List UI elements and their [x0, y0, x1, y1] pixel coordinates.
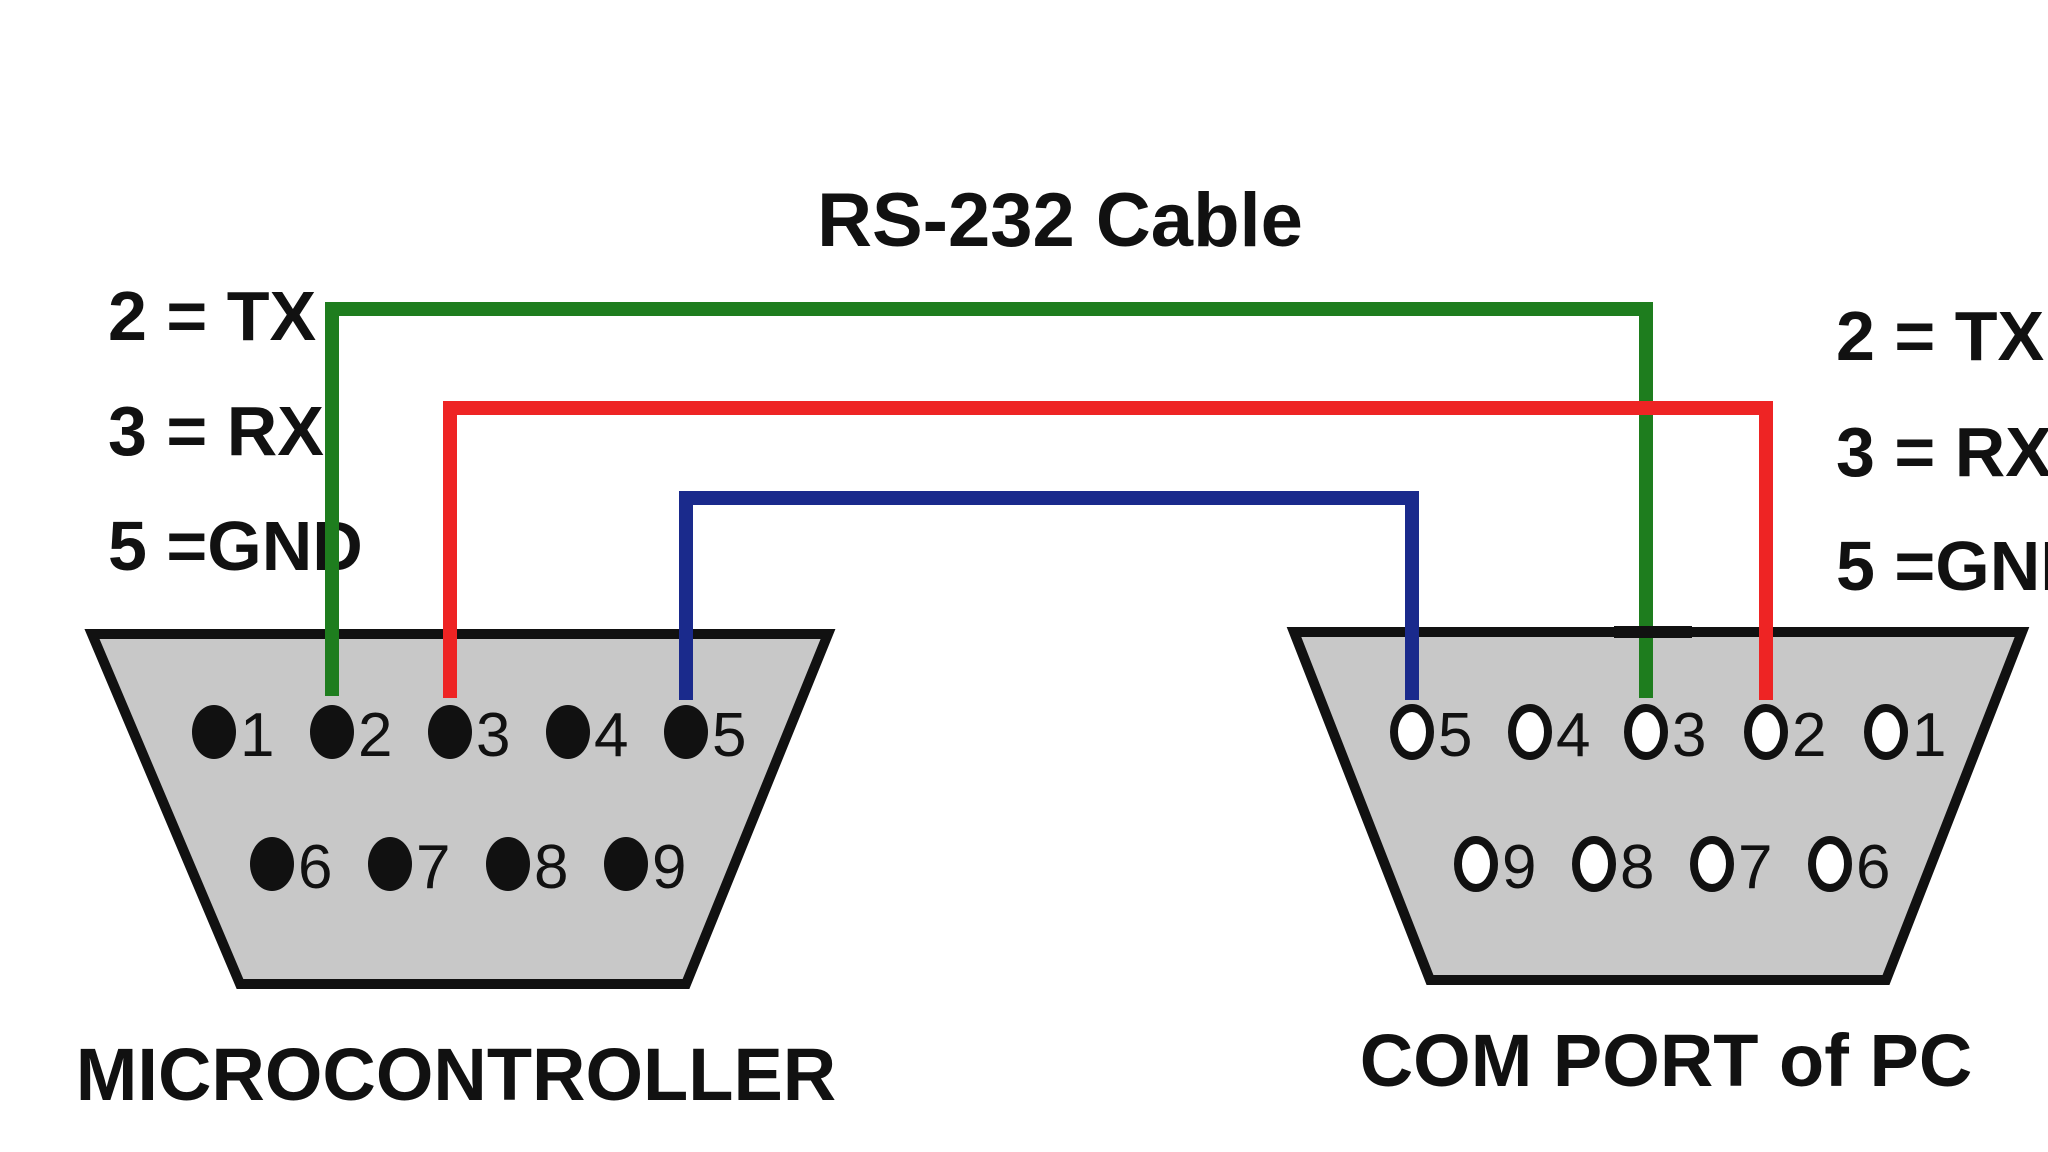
com-port-pin-9 — [1454, 836, 1498, 892]
com-port-pin-5 — [1390, 704, 1434, 760]
com-port-pin-label-4: 4 — [1556, 701, 1590, 770]
microcontroller-pin-9 — [604, 837, 648, 891]
microcontroller-caption: MICROCONTROLLER — [76, 1033, 837, 1116]
com-port-pin-1 — [1864, 704, 1908, 760]
com-port-pin-label-7: 7 — [1738, 833, 1772, 902]
microcontroller-pin-3 — [428, 705, 472, 759]
left-legend-tx: 2 = TX — [108, 277, 316, 355]
microcontroller-pin-4 — [546, 705, 590, 759]
microcontroller-pin-1 — [192, 705, 236, 759]
com-port-pin-7 — [1690, 836, 1734, 892]
microcontroller-pin-label-4: 4 — [594, 701, 628, 770]
microcontroller-pin-5 — [664, 705, 708, 759]
com-port-pin-label-8: 8 — [1620, 833, 1654, 902]
gnd-wire-blue — [679, 491, 1419, 700]
com-port-pin-label-2: 2 — [1792, 701, 1826, 770]
com-port-pin-label-9: 9 — [1502, 833, 1536, 902]
com-port-pin-label-3: 3 — [1672, 701, 1706, 770]
right-legend-tx: 2 = TX — [1836, 297, 2044, 375]
com-port-db9-shell — [1286, 627, 2030, 985]
com-port-pin-6 — [1808, 836, 1852, 892]
microcontroller-pin-label-9: 9 — [652, 833, 686, 902]
microcontroller-pin-6 — [250, 837, 294, 891]
tx-wire-green — [325, 302, 1653, 698]
microcontroller-pin-label-7: 7 — [416, 833, 450, 902]
microcontroller-pin-label-2: 2 — [358, 701, 392, 770]
microcontroller-pin-label-6: 6 — [298, 833, 332, 902]
right-legend-gnd: 5 =GND — [1836, 527, 2048, 605]
com-port-caption: COM PORT of PC — [1360, 1019, 1973, 1102]
right-pin-legend: 2 = TX 3 = RX 5 =GND — [1836, 297, 2048, 605]
microcontroller-pin-8 — [486, 837, 530, 891]
left-pin-legend: 2 = TX 3 = RX 5 =GND — [108, 277, 363, 585]
microcontroller-pin-label-1: 1 — [240, 701, 274, 770]
microcontroller-pin-7 — [368, 837, 412, 891]
left-legend-gnd: 5 =GND — [108, 507, 363, 585]
com-port-pin-2 — [1744, 704, 1788, 760]
microcontroller-pins: 1 2 3 4 5 6 7 8 9 — [192, 701, 746, 902]
microcontroller-pin-label-8: 8 — [534, 833, 568, 902]
com-port-pin-4 — [1508, 704, 1552, 760]
microcontroller-pin-2 — [310, 705, 354, 759]
com-port-pin-label-6: 6 — [1856, 833, 1890, 902]
diagram-title: RS-232 Cable — [817, 178, 1303, 263]
microcontroller-pin-label-3: 3 — [476, 701, 510, 770]
microcontroller-pin-label-5: 5 — [712, 701, 746, 770]
microcontroller-db9-shell — [84, 629, 836, 989]
com-port-pin-8 — [1572, 836, 1616, 892]
com-port-pin-label-1: 1 — [1912, 701, 1946, 770]
com-port-pins: 5 4 3 2 1 9 8 7 6 — [1390, 701, 1946, 902]
rx-wire-red — [443, 401, 1773, 700]
com-port-pin-label-5: 5 — [1438, 701, 1472, 770]
right-legend-rx: 3 = RX — [1836, 413, 2048, 491]
cable-marker — [1614, 626, 1692, 638]
left-legend-rx: 3 = RX — [108, 392, 324, 470]
com-port-pin-3 — [1624, 704, 1668, 760]
